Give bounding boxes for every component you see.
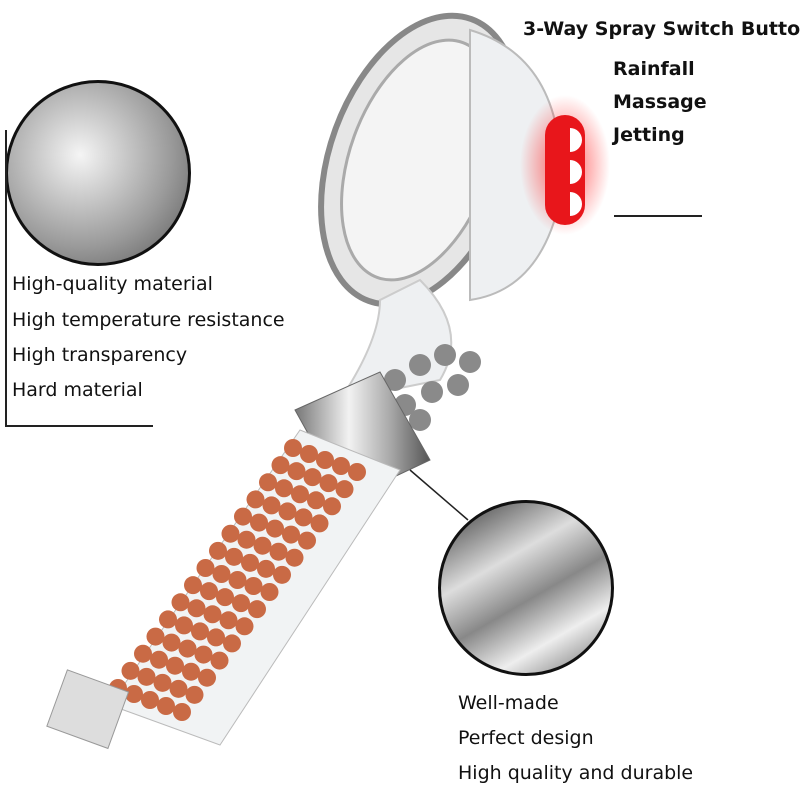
mode-jetting: Jetting bbox=[613, 124, 685, 146]
mineral-bead bbox=[244, 577, 263, 595]
mineral-bead bbox=[146, 627, 165, 646]
mineral-bead bbox=[237, 530, 256, 549]
mineral-bead bbox=[273, 565, 291, 584]
mineral-bead bbox=[171, 593, 190, 612]
mineral-bead bbox=[157, 697, 175, 715]
mineral-bead bbox=[323, 497, 341, 516]
mineral-bead bbox=[232, 594, 250, 613]
mineral-bead bbox=[269, 542, 288, 561]
feature-hard: Hard material bbox=[12, 379, 143, 401]
mineral-bead bbox=[260, 583, 279, 601]
mineral-bead bbox=[169, 679, 188, 698]
mineral-bead bbox=[348, 463, 366, 481]
mineral-bead bbox=[223, 634, 241, 653]
mineral-bead bbox=[196, 559, 215, 577]
mineral-bead bbox=[203, 605, 222, 624]
mineral-bead bbox=[332, 457, 350, 475]
mineral-bead bbox=[275, 479, 293, 498]
mineral-bead bbox=[162, 633, 181, 652]
mineral-bead bbox=[200, 582, 218, 601]
mineral-bead bbox=[121, 661, 140, 680]
mode-massage: Massage bbox=[613, 91, 707, 113]
mineral-bead bbox=[307, 491, 325, 510]
mineral-bead bbox=[262, 496, 281, 515]
mineral-bead bbox=[219, 611, 238, 630]
mode-rainfall: Rainfall bbox=[613, 58, 695, 80]
mineral-bead bbox=[257, 559, 275, 578]
mineral-bead bbox=[253, 536, 272, 555]
mineral-bead bbox=[134, 644, 152, 663]
mineral-bead bbox=[150, 650, 168, 669]
mineral-bead bbox=[225, 547, 243, 566]
mineral-bead bbox=[191, 622, 209, 641]
mineral-bead bbox=[198, 668, 216, 687]
mineral-bead bbox=[287, 462, 306, 481]
mineral-bead bbox=[182, 662, 200, 681]
mineral-bead bbox=[194, 645, 213, 664]
mineral-bead bbox=[207, 628, 225, 647]
material-closeup bbox=[5, 80, 191, 266]
mineral-bead bbox=[282, 525, 300, 544]
mineral-bead bbox=[178, 639, 197, 658]
mineral-bead bbox=[241, 553, 259, 572]
feature-transparency: High transparency bbox=[12, 344, 188, 366]
mineral-bead bbox=[278, 502, 297, 521]
mineral-bead bbox=[303, 468, 322, 487]
mineral-bead bbox=[159, 610, 177, 629]
mineral-bead bbox=[316, 451, 334, 469]
threaded-connector bbox=[46, 669, 130, 750]
mineral-bead bbox=[246, 490, 265, 509]
mineral-bead bbox=[259, 473, 277, 492]
mineral-bead bbox=[300, 445, 318, 463]
mineral-bead bbox=[187, 599, 206, 618]
mineral-bead bbox=[235, 617, 254, 636]
mineral-bead bbox=[153, 673, 172, 692]
mineral-bead bbox=[125, 685, 143, 703]
mineral-bead bbox=[291, 485, 309, 504]
mineral-bead bbox=[221, 524, 240, 543]
mineral-bead bbox=[250, 513, 268, 532]
mineral-bead bbox=[185, 685, 204, 704]
mineral-bead bbox=[298, 531, 316, 550]
mineral-bead bbox=[310, 514, 329, 533]
spray-switch-title: 3-Way Spray Switch Button bbox=[523, 18, 800, 40]
feature-material: High-quality material bbox=[12, 273, 213, 295]
mineral-bead bbox=[228, 571, 247, 589]
mineral-bead bbox=[248, 600, 266, 619]
mineral-bead bbox=[271, 456, 290, 475]
shower-head bbox=[318, 12, 562, 308]
mineral-bead bbox=[209, 541, 227, 560]
mineral-bead bbox=[173, 703, 191, 721]
mineral-bead bbox=[212, 565, 231, 583]
feature-temperature: High temperature resistance bbox=[12, 309, 285, 331]
mineral-bead bbox=[141, 691, 159, 709]
mineral-bead bbox=[285, 548, 304, 567]
mineral-beads bbox=[109, 439, 366, 721]
mineral-bead bbox=[137, 667, 156, 686]
mineral-bead bbox=[266, 519, 284, 538]
finish-closeup bbox=[438, 500, 614, 676]
mineral-bead bbox=[216, 588, 234, 607]
mineral-bead bbox=[210, 651, 229, 670]
mineral-bead bbox=[234, 507, 252, 526]
mineral-bead bbox=[294, 508, 313, 527]
mineral-bead bbox=[184, 576, 202, 595]
mineral-bead bbox=[319, 474, 338, 493]
mineral-bead bbox=[284, 439, 302, 457]
mineral-bead bbox=[166, 656, 184, 675]
feature-durable: High quality and durable bbox=[458, 762, 694, 784]
mineral-bead bbox=[335, 480, 354, 499]
feature-well-made: Well-made bbox=[458, 692, 559, 714]
mineral-bead bbox=[175, 616, 193, 635]
feature-design: Perfect design bbox=[458, 727, 594, 749]
